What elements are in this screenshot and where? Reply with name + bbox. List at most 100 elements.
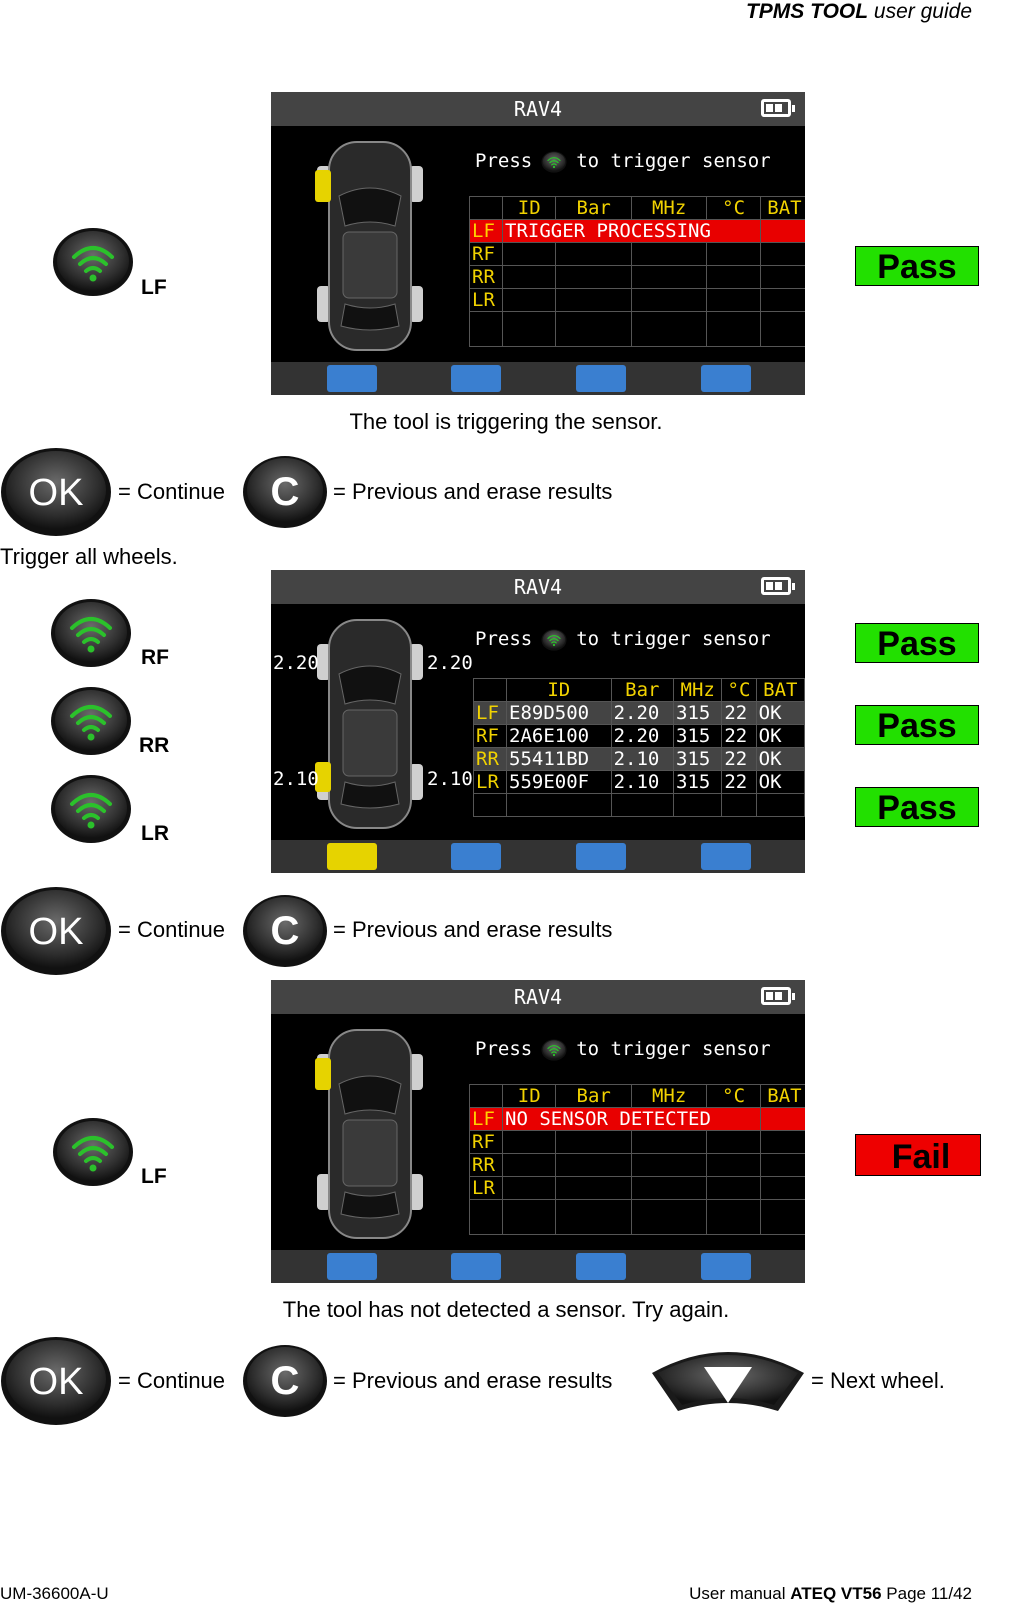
svg-text:OK: OK (29, 472, 84, 514)
legend-continue: = Continue (118, 479, 226, 504)
legend-next: = Next wheel. (811, 1368, 945, 1393)
trigger-button-icon[interactable] (52, 1117, 134, 1187)
svg-text:Pass: Pass (877, 789, 956, 827)
caption-3: The tool has not detected a sensor. Try … (282, 1297, 730, 1322)
trigger-button-icon[interactable] (50, 686, 132, 756)
header-subtitle: user guide (868, 0, 972, 23)
c-button-icon[interactable]: C (242, 455, 328, 529)
wifi-icon (540, 151, 568, 173)
bottom-toolbar (271, 362, 805, 395)
delete-button[interactable] (451, 843, 501, 870)
svg-text:C: C (271, 470, 300, 514)
svg-text:Pass: Pass (877, 248, 956, 286)
car-icon (315, 136, 425, 356)
c-button-icon[interactable]: C (242, 894, 328, 968)
legend-continue: = Continue (118, 1368, 226, 1393)
trigger-button-icon[interactable] (50, 598, 132, 668)
keyboard-button[interactable] (327, 843, 377, 870)
footer-doc-code: UM-36600A-U (0, 1584, 109, 1603)
trigger-label-lf: LF (141, 276, 167, 299)
car-icon (315, 1024, 425, 1244)
trigger-button-icon[interactable] (52, 227, 134, 297)
battery-icon (761, 99, 795, 117)
bottom-toolbar (271, 840, 805, 873)
legend-continue: = Continue (118, 917, 226, 942)
home-button[interactable] (701, 843, 751, 870)
table-row: LR (469, 288, 805, 312)
table-row: RR (469, 265, 805, 289)
selected-tire-lf (315, 1058, 331, 1090)
print-button[interactable] (576, 365, 626, 392)
pass-badge: Pass (854, 786, 980, 828)
caption-1: The tool is triggering the sensor. (349, 409, 663, 434)
svg-text:OK: OK (29, 1361, 84, 1403)
svg-text:Pass: Pass (877, 625, 956, 663)
pass-badge: Pass (854, 622, 980, 664)
legend-previous: = Previous and erase results (333, 479, 613, 504)
page-header: TPMS TOOL user guide (746, 0, 972, 24)
wifi-icon (540, 1039, 568, 1061)
pass-badge: Pass (854, 245, 980, 287)
intro-text: Trigger all wheels. (0, 544, 178, 569)
svg-text:C: C (271, 909, 300, 953)
fail-badge: Fail (854, 1133, 982, 1177)
screen-title: RAV4 (271, 980, 805, 1014)
table-row: LR (469, 1176, 805, 1200)
print-button[interactable] (576, 1253, 626, 1280)
screen-title: RAV4 (271, 92, 805, 126)
trigger-button-icon[interactable] (50, 774, 132, 844)
ok-button-icon[interactable]: OK (0, 886, 112, 976)
ok-button-icon[interactable]: OK (0, 447, 112, 537)
car-icon (315, 614, 425, 834)
svg-text:Fail: Fail (892, 1138, 951, 1176)
c-button-icon[interactable]: C (242, 1344, 328, 1418)
bottom-toolbar (271, 1250, 805, 1283)
home-button[interactable] (701, 365, 751, 392)
tire-pressure-fl: 2.20 (273, 652, 319, 674)
down-arrow-button-icon[interactable] (648, 1345, 808, 1417)
battery-icon (761, 987, 795, 1005)
delete-button[interactable] (451, 365, 501, 392)
wifi-icon (540, 629, 568, 651)
print-button[interactable] (576, 843, 626, 870)
trigger-label-lf: LF (141, 1165, 167, 1188)
trigger-label-rf: RF (141, 646, 169, 669)
svg-text:C: C (271, 1359, 300, 1403)
table-row: RR (469, 1153, 805, 1177)
keyboard-button[interactable] (327, 1253, 377, 1280)
selected-tire-lf (315, 170, 331, 202)
ok-button-icon[interactable]: OK (0, 1336, 112, 1426)
battery-icon (761, 577, 795, 595)
delete-button[interactable] (451, 1253, 501, 1280)
keyboard-button[interactable] (327, 365, 377, 392)
trigger-label-rr: RR (139, 734, 170, 757)
legend-previous: = Previous and erase results (333, 917, 613, 942)
tire-pressure-fr: 2.20 (427, 652, 473, 674)
tire-pressure-rr: 2.10 (427, 768, 473, 790)
footer-page-info: User manual ATEQ VT56 Page 11/42 (689, 1584, 972, 1603)
svg-text:OK: OK (29, 911, 84, 953)
screen-title: RAV4 (271, 570, 805, 604)
selected-tire-lr (315, 762, 331, 792)
table-row: RF (469, 1130, 805, 1154)
home-button[interactable] (701, 1253, 751, 1280)
tire-pressure-rl: 2.10 (273, 768, 319, 790)
svg-text:Pass: Pass (877, 707, 956, 745)
pass-badge: Pass (854, 704, 980, 746)
table-row: RF (469, 242, 805, 266)
